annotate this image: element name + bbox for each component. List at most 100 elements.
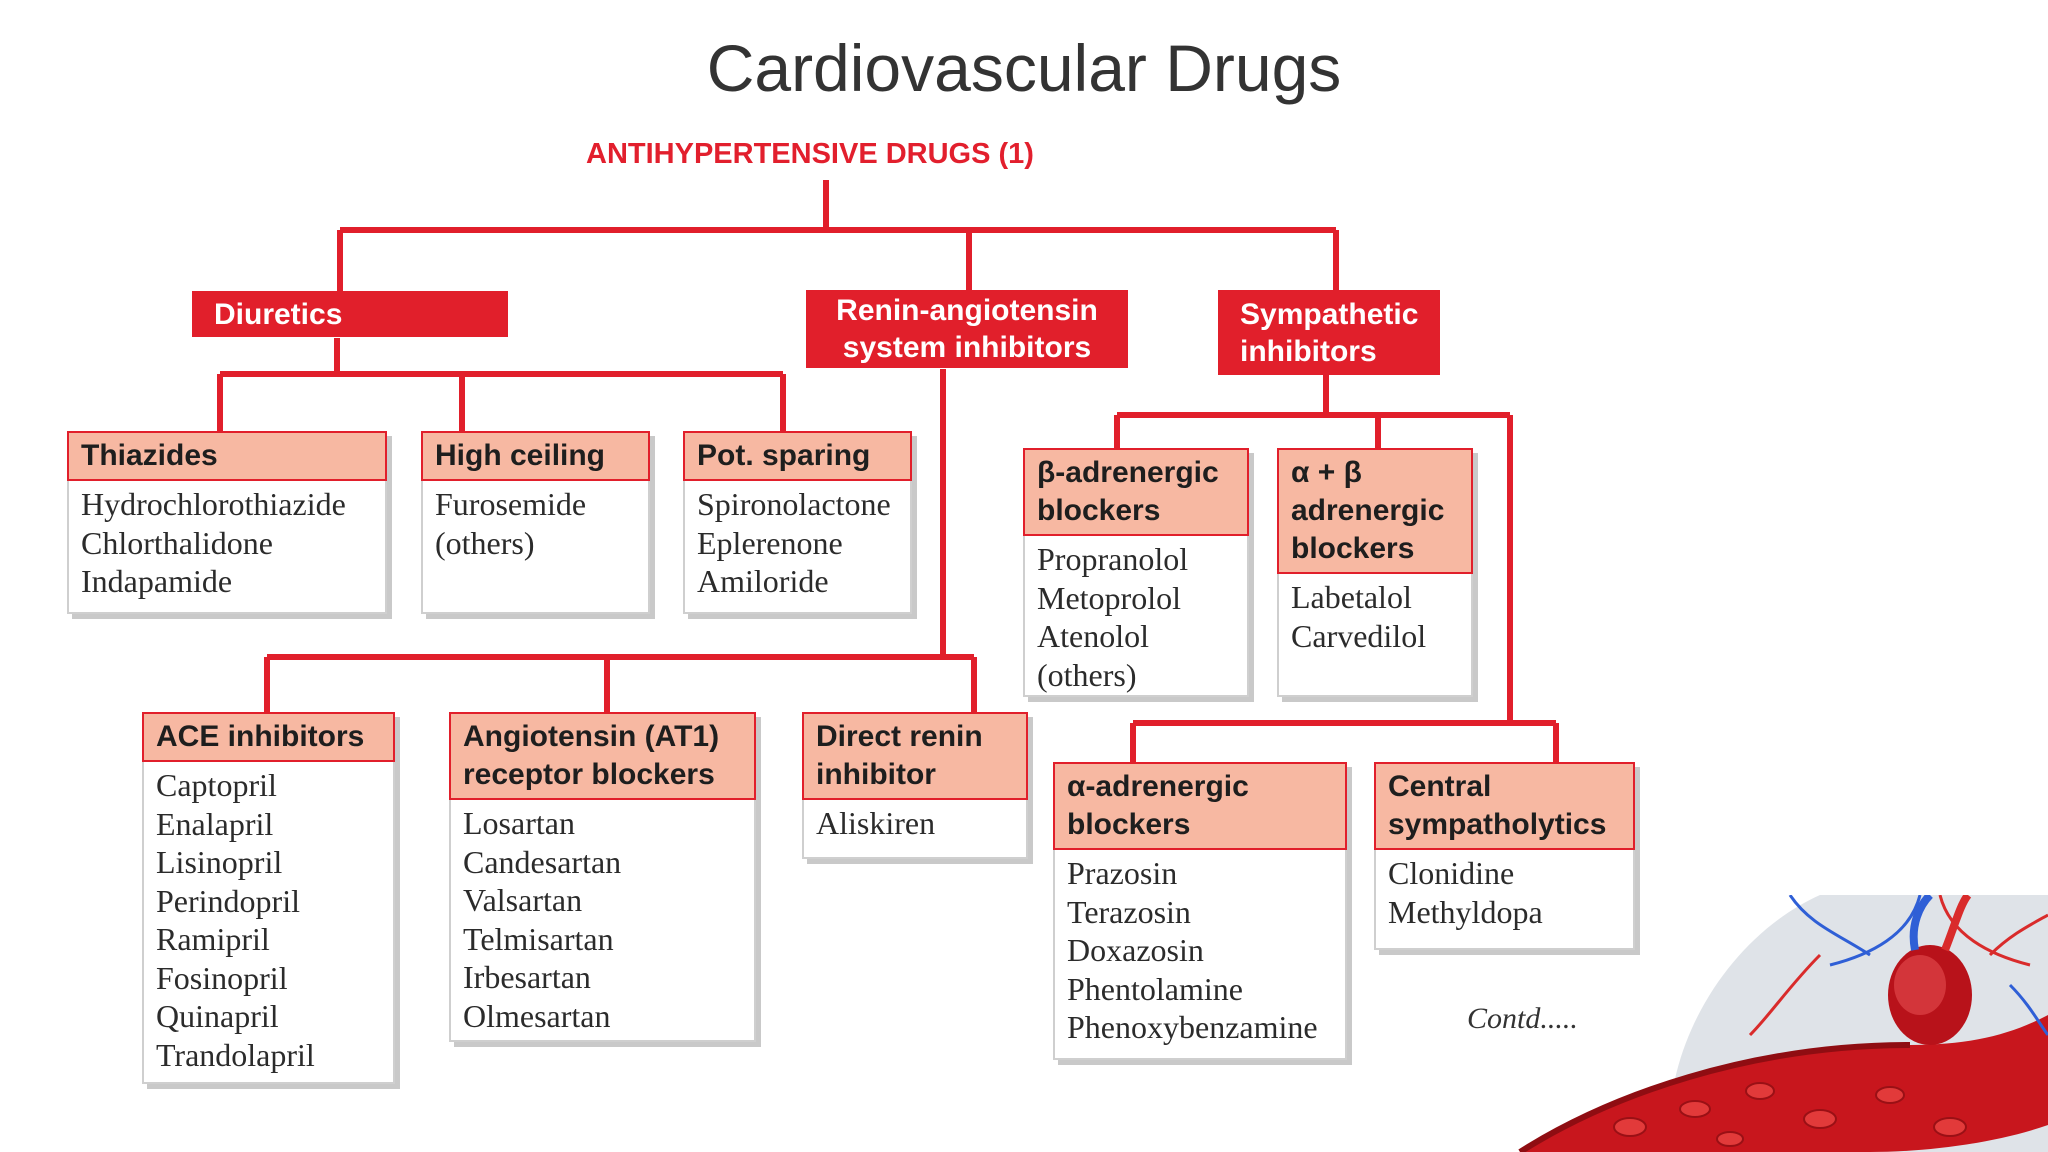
drug-item: (others) <box>1037 656 1137 693</box>
drug-item: Indapamide <box>81 563 233 599</box>
group-pot-sparing: Pot. sparing Spironolactone Eplerenone A… <box>683 431 912 614</box>
drug-item: Eplerenone <box>697 524 843 561</box>
group-ace-heading-line: ACE inhibitors <box>156 720 365 753</box>
drug-item: Clonidine <box>1388 855 1515 891</box>
drug-item: Furosemide <box>435 486 587 522</box>
group-alpha-beta-blockers-heading: α + β adrenergic blockers <box>1277 448 1473 574</box>
connector-diuretics <box>217 338 786 431</box>
group-renin-heading-line: Direct renin <box>816 720 983 753</box>
root-label: ANTIHYPERTENSIVE DRUGS (1) <box>586 138 1034 170</box>
category-renin-angiotensin: Renin-angiotensin system inhibitors <box>806 290 1128 368</box>
group-high-ceiling-heading: High ceiling <box>421 431 650 481</box>
group-alpha-blockers-heading: α-adrenergic blockers <box>1053 762 1347 850</box>
drug-item: Phentolamine <box>1067 970 1243 1007</box>
drug-item: Quinapril <box>156 998 279 1034</box>
group-thiazides: Thiazides Hydrochlorothiazide Chlorthali… <box>67 431 387 614</box>
drug-item: Fosinopril <box>156 959 288 996</box>
drug-item: Valsartan <box>463 882 583 918</box>
drug-item: Lisinopril <box>156 844 283 880</box>
group-pot-sparing-heading: Pot. sparing <box>683 431 912 481</box>
group-renin-inhibitor-drugs: Aliskiren <box>804 800 1026 843</box>
drug-item: Captopril <box>156 767 277 803</box>
category-sympathetic: Sympathetic inhibitors <box>1218 290 1440 375</box>
group-beta-blockers-heading-line: blockers <box>1037 494 1161 527</box>
page-title: Cardiovascular Drugs <box>706 31 1342 105</box>
group-pot-sparing-heading-line: Pot. sparing <box>697 439 871 472</box>
group-alpha-beta-blockers-drugs: Labetalol Carvedilol <box>1279 574 1471 655</box>
drug-item: Metoprolol <box>1037 579 1181 616</box>
group-ace-inhibitors-heading: ACE inhibitors <box>142 712 395 762</box>
group-arb-heading: Angiotensin (AT1) receptor blockers <box>449 712 756 800</box>
group-central-heading: Central sympatholytics <box>1374 762 1635 850</box>
group-beta-blockers-drugs: Propranolol Metoprolol Atenolol (others) <box>1025 536 1247 694</box>
drug-item: Losartan <box>463 805 575 841</box>
group-ace-inhibitors-drugs: Captopril Enalapril Lisinopril Perindopr… <box>144 762 393 1074</box>
drug-item: Amiloride <box>697 563 829 599</box>
group-high-ceiling-drugs: Furosemide (others) <box>423 481 648 562</box>
group-alpha-beta-heading-line: adrenergic <box>1291 494 1445 527</box>
drug-item: Trandolapril <box>156 1036 315 1073</box>
drug-item: Terazosin <box>1067 893 1191 930</box>
group-arb-heading-line: receptor blockers <box>463 758 715 791</box>
connector-root-drops <box>337 230 1339 291</box>
drug-item: (others) <box>435 524 535 561</box>
group-central-heading-line: Central <box>1388 770 1492 803</box>
drug-item: Ramipril <box>156 921 270 957</box>
category-ras-line-1: Renin-angiotensin <box>836 294 1098 327</box>
group-alpha-heading-line: α-adrenergic <box>1067 770 1249 803</box>
drug-item: Olmesartan <box>463 997 611 1034</box>
group-thiazides-heading: Thiazides <box>67 431 387 481</box>
contd-label: Contd..... <box>1467 1002 1578 1035</box>
drug-item: Spironolactone <box>697 486 891 522</box>
category-sympathetic-line-2: inhibitors <box>1240 334 1377 368</box>
group-alpha-blockers: α-adrenergic blockers Prazosin Terazosin… <box>1053 762 1347 1060</box>
category-diuretics: Diuretics <box>192 291 508 337</box>
drug-item: Irbesartan <box>463 959 591 995</box>
group-arb-heading-line: Angiotensin (AT1) <box>463 720 720 753</box>
group-alpha-blockers-drugs: Prazosin Terazosin Doxazosin Phentolamin… <box>1055 850 1345 1047</box>
group-ace-inhibitors: ACE inhibitors Captopril Enalapril Lisin… <box>142 712 395 1084</box>
group-arb-drugs: Losartan Candesartan Valsartan Telmisart… <box>451 800 754 1035</box>
drug-item: Candesartan <box>463 843 622 880</box>
drug-item: Prazosin <box>1067 855 1178 891</box>
group-beta-blockers-heading-line: β-adrenergic <box>1037 456 1219 489</box>
group-renin-inhibitor-heading: Direct renin inhibitor <box>802 712 1028 800</box>
drug-item: Phenoxybenzamine <box>1067 1009 1318 1045</box>
group-renin-heading-line: inhibitor <box>816 758 936 791</box>
drug-item: Labetalol <box>1291 579 1412 615</box>
drug-item: Enalapril <box>156 805 274 842</box>
group-alpha-beta-blockers: α + β adrenergic blockers Labetalol Carv… <box>1277 448 1473 697</box>
group-central-heading-line: sympatholytics <box>1388 808 1607 841</box>
group-angiotensin-receptor-blockers: Angiotensin (AT1) receptor blockers Losa… <box>449 712 756 1042</box>
drug-item: Methyldopa <box>1388 893 1543 930</box>
connector-sympathetic <box>1114 374 1559 763</box>
drug-item: Perindopril <box>156 882 300 919</box>
group-thiazides-drugs: Hydrochlorothiazide Chlorthalidone Indap… <box>69 481 385 601</box>
drug-item: Telmisartan <box>463 920 614 957</box>
category-ras-line-2: system inhibitors <box>842 331 1092 364</box>
group-beta-blockers-heading: β-adrenergic blockers <box>1023 448 1249 536</box>
group-pot-sparing-drugs: Spironolactone Eplerenone Amiloride <box>685 481 910 601</box>
group-thiazides-heading-line: Thiazides <box>81 439 218 472</box>
group-alpha-heading-line: blockers <box>1067 808 1191 841</box>
connector-ras <box>264 369 977 713</box>
drug-item: Propranolol <box>1037 541 1189 577</box>
group-direct-renin-inhibitor: Direct renin inhibitor Aliskiren <box>802 712 1028 859</box>
drug-item: Doxazosin <box>1067 932 1204 968</box>
drug-item: Carvedilol <box>1291 617 1427 654</box>
group-alpha-beta-heading-line: blockers <box>1291 532 1415 565</box>
category-diuretics-label: Diuretics <box>214 297 343 331</box>
drug-item: Aliskiren <box>816 805 936 841</box>
group-central-drugs: Clonidine Methyldopa <box>1376 850 1633 931</box>
group-central-sympatholytics: Central sympatholytics Clonidine Methyld… <box>1374 762 1635 950</box>
heart-vessels-illustration <box>1518 895 2048 1152</box>
drug-item: Atenolol <box>1037 618 1149 654</box>
group-high-ceiling: High ceiling Furosemide (others) <box>421 431 650 614</box>
drug-item: Hydrochlorothiazide <box>81 486 346 522</box>
category-sympathetic-line-1: Sympathetic <box>1240 297 1419 331</box>
group-high-ceiling-heading-line: High ceiling <box>435 439 606 472</box>
group-alpha-beta-heading-line: α + β <box>1291 456 1362 489</box>
group-beta-blockers: β-adrenergic blockers Propranolol Metopr… <box>1023 448 1249 697</box>
drug-item: Chlorthalidone <box>81 524 273 561</box>
